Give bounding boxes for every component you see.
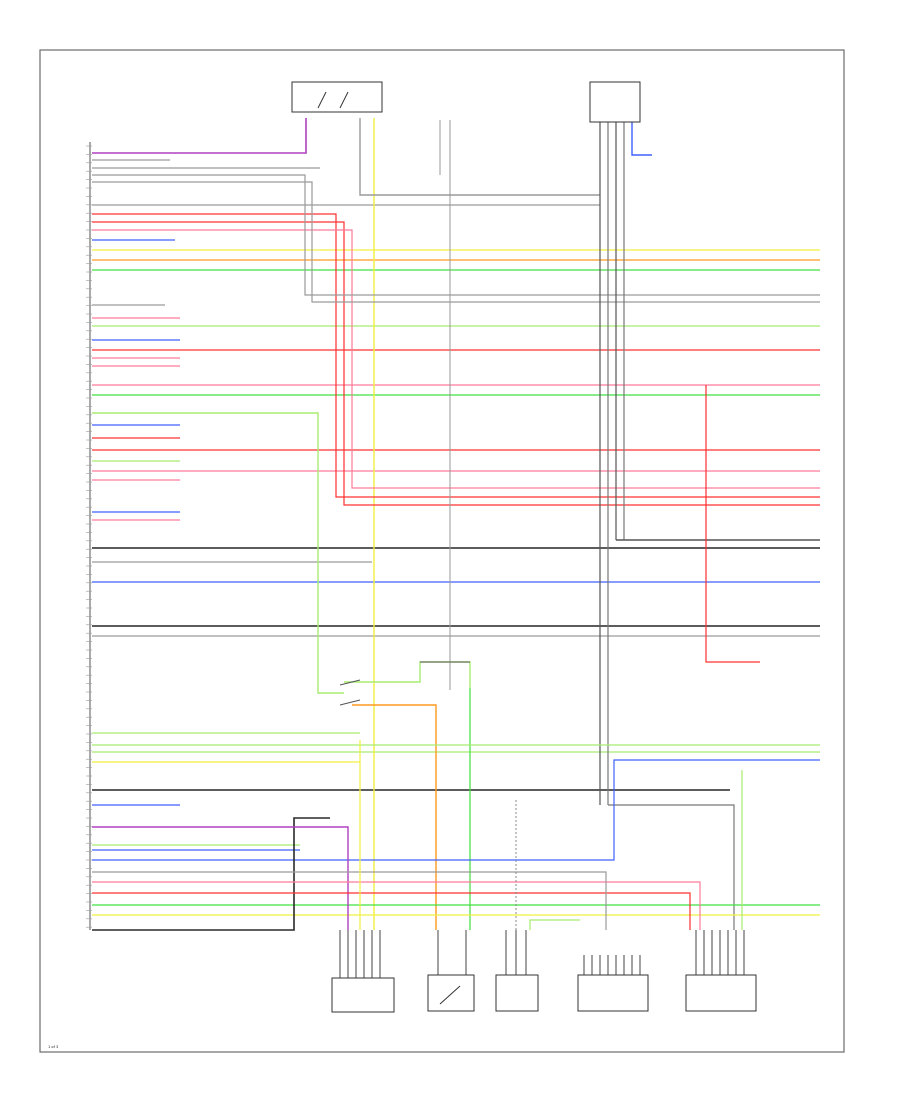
vertical-wires (92, 118, 820, 931)
wire-lgreen-center (344, 661, 471, 688)
bottom-component-2 (427, 930, 475, 1012)
center-relay-symbol (339, 661, 470, 706)
bottom-component-5 (685, 930, 757, 1012)
wire-gray-upper-2 (92, 181, 820, 303)
component-top-left (291, 81, 383, 113)
ecm-pin-ticks (86, 145, 92, 928)
top-left-switch-box (291, 81, 383, 113)
wire-blue-bottom (92, 759, 820, 861)
wire-red-bottom (92, 892, 691, 930)
top-right-connector (589, 81, 641, 123)
wire-tr-gray-ret2 (608, 804, 735, 930)
component-top-right (589, 81, 641, 123)
wire-red-vert-2 (92, 221, 820, 506)
wire-gray-upper (92, 174, 820, 296)
wire-red-right (705, 385, 760, 663)
wire-pink-bottom (92, 881, 701, 930)
bottom-1-box (331, 977, 395, 1013)
wire-tr-blue (631, 120, 652, 156)
wire-gray-bottom (92, 871, 607, 930)
diagram-frame (39, 49, 845, 1053)
bottom-2-box (427, 974, 475, 1012)
page-number: 1 of 3 (48, 1045, 58, 1049)
wire-purple-top (92, 118, 307, 154)
wire-red-vert-1 (92, 213, 820, 498)
bottom-4-box (577, 974, 649, 1012)
wire-purple-bottom (92, 826, 349, 930)
bottom-5-box (685, 974, 757, 1012)
wire-lg-bottom-mid (529, 919, 580, 930)
bottom-component-4 (577, 955, 649, 1012)
wire-red-vert-3 (92, 229, 820, 489)
wire-orange (352, 704, 437, 930)
wire-green-mid (92, 412, 344, 694)
ecm-connector (86, 142, 92, 930)
horizontal-wires (92, 159, 820, 851)
bottom-components (331, 930, 757, 1013)
bottom-3-box (495, 974, 539, 1012)
bottom-component-1 (331, 930, 395, 1013)
bottom-component-3 (495, 930, 539, 1012)
wire-blk-box (92, 817, 330, 931)
wire-gray-vert (359, 118, 600, 196)
